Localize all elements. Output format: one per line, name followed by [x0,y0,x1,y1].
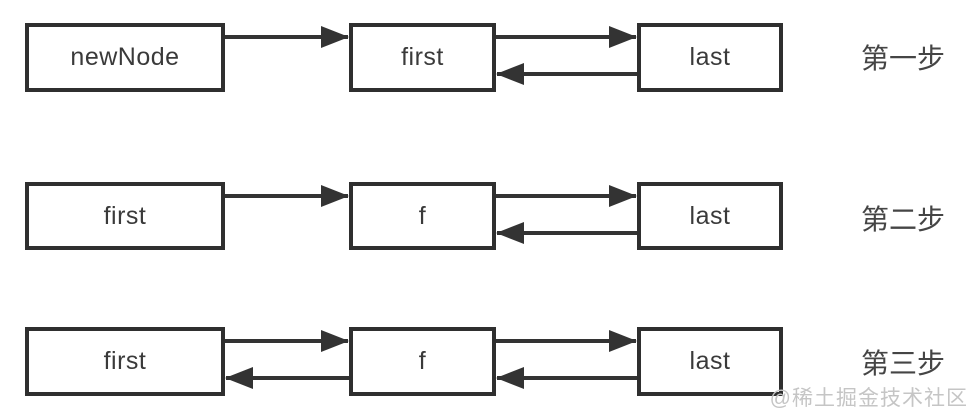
watermark: @稀土掘金技术社区 [769,387,968,410]
node-f-row2: f [349,182,496,250]
node-last-row3: last [637,327,783,396]
step-label-1: 第一步 [860,43,945,74]
node-first-row2: first [25,182,225,250]
node-f-row3: f [349,327,496,396]
node-last-row1: last [637,23,783,92]
node-first-row1: first [349,23,496,92]
node-newnode: newNode [25,23,225,92]
node-last-row2: last [637,182,783,250]
step-label-3: 第三步 [860,348,945,379]
step-label-2: 第二步 [860,204,945,235]
node-first-row3: first [25,327,225,396]
